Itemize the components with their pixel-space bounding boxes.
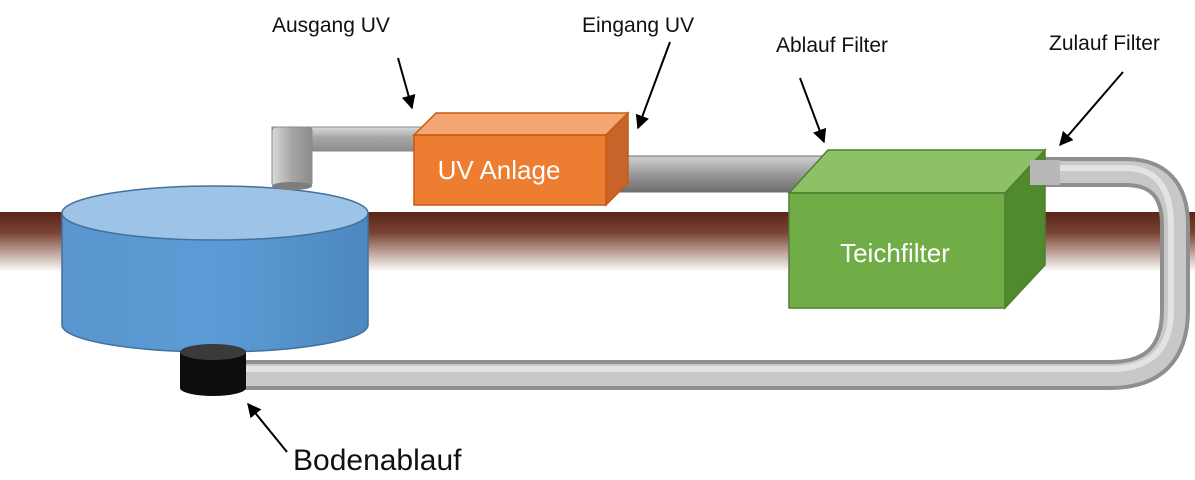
pointer-arrows [247, 41, 1124, 453]
arrow-ausgang-uv [397, 57, 416, 110]
label-ausgang-uv: Ausgang UV [272, 14, 390, 37]
arrow-ablauf-filter [799, 77, 827, 144]
filter-inlet-pipe [1030, 160, 1060, 185]
pond [61, 185, 369, 353]
arrow-zulauf-filter [1059, 71, 1124, 147]
uv-outlet-pipe [271, 126, 425, 190]
label-ablauf-filter: Ablauf Filter [776, 34, 888, 57]
uv-unit-label: UV Anlage [438, 155, 561, 185]
label-zulauf-filter: Zulauf Filter [1049, 32, 1160, 55]
arrow-eingang-uv [635, 41, 671, 130]
pond-filter-label: Teichfilter [840, 238, 950, 268]
arrow-bodenablauf [247, 402, 288, 453]
uv-filter-pipe [599, 155, 826, 193]
return-pipe [240, 157, 1190, 390]
pond-filter: Teichfilter [787, 148, 1047, 310]
uv-unit: UV Anlage [412, 111, 630, 207]
bottom-drain [180, 344, 246, 396]
label-eingang-uv: Eingang UV [582, 14, 694, 37]
label-bodenablauf: Bodenablauf [293, 444, 462, 477]
